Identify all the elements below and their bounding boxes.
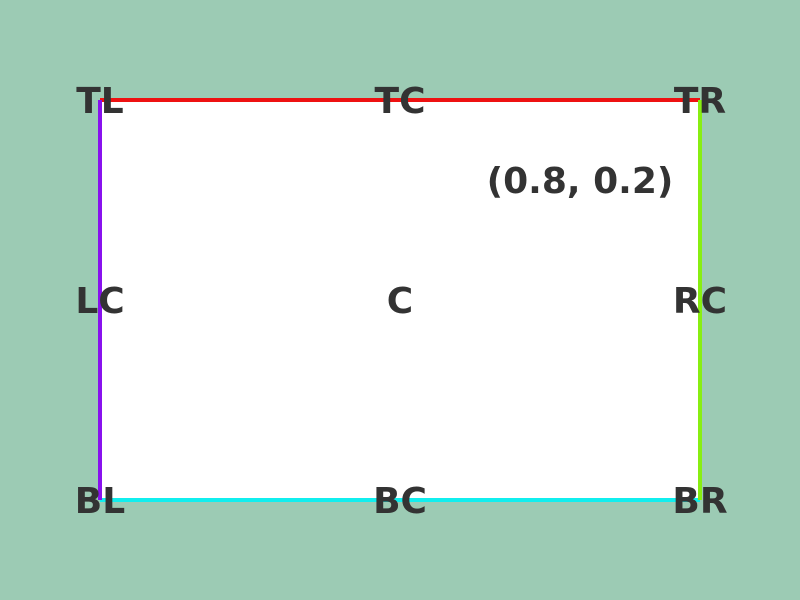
top-edge xyxy=(100,98,700,102)
label-bottom-center: BC xyxy=(373,481,427,522)
right-edge xyxy=(698,100,702,500)
label-top-right: TR xyxy=(673,81,727,122)
left-edge xyxy=(98,100,102,500)
label-top-left: TL xyxy=(76,81,124,122)
label-center: C xyxy=(386,281,414,322)
label-left-center: LC xyxy=(75,281,125,322)
label-bottom-left: BL xyxy=(74,481,126,522)
point-coordinate-label: (0.8, 0.2) xyxy=(486,161,674,202)
label-bottom-right: BR xyxy=(672,481,728,522)
label-top-center: TC xyxy=(374,81,426,122)
bottom-edge xyxy=(100,498,700,502)
white-panel xyxy=(100,100,700,500)
label-right-center: RC xyxy=(672,281,728,322)
